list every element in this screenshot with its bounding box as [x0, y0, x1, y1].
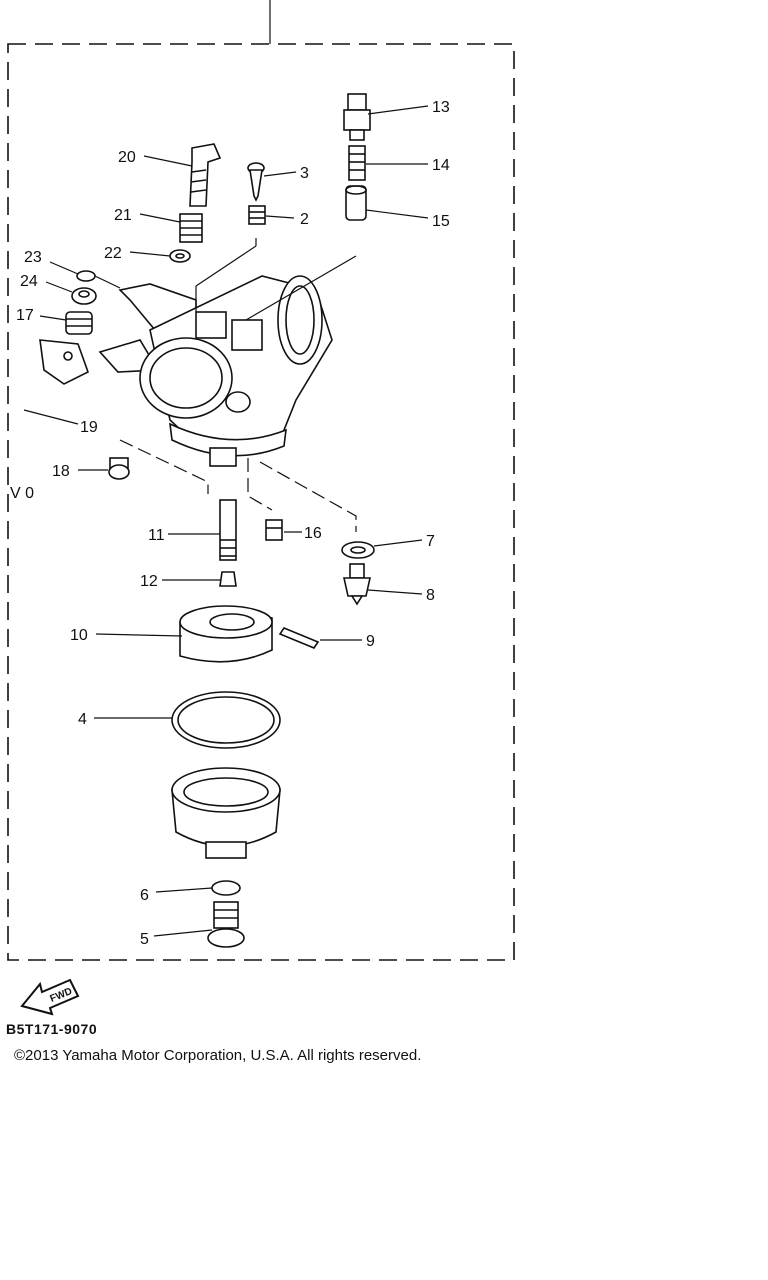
- callout-4: 4: [78, 711, 87, 728]
- part-3[interactable]: [247, 162, 265, 202]
- callout-8: 8: [426, 587, 435, 604]
- part-2[interactable]: [248, 205, 266, 225]
- callout-10: 10: [70, 627, 88, 644]
- callout-16: 16: [304, 525, 322, 542]
- float-bowl[interactable]: [171, 767, 281, 859]
- part-11[interactable]: [219, 499, 237, 561]
- callout-14: 14: [432, 157, 450, 174]
- part-19[interactable]: [15, 339, 89, 460]
- part-6[interactable]: [211, 880, 241, 896]
- callout-9: 9: [366, 633, 375, 650]
- hose-end-marks: V 0: [10, 485, 34, 502]
- callout-5: 5: [140, 931, 149, 948]
- callout-17: 17: [16, 307, 34, 324]
- part-20[interactable]: [189, 143, 222, 207]
- part-16[interactable]: [265, 519, 283, 541]
- part-21[interactable]: [179, 213, 203, 243]
- callout-3: 3: [300, 165, 309, 182]
- diagram-frame: [7, 43, 515, 961]
- assembly-line-main-jet: [119, 439, 209, 494]
- fwd-arrow-icon: FWD: [20, 978, 80, 1016]
- callout-2: 2: [300, 211, 309, 228]
- leader-lines: [23, 105, 429, 937]
- callout-12: 12: [140, 573, 158, 590]
- part-23[interactable]: [76, 270, 96, 282]
- callout-18: 18: [52, 463, 70, 480]
- part-5[interactable]: [207, 901, 245, 948]
- callout-24: 24: [20, 273, 38, 290]
- callout-22: 22: [104, 245, 122, 262]
- callout-15: 15: [432, 213, 450, 230]
- assembly-line-pilot: [247, 458, 273, 511]
- carburetor-exploded-diagram: 13 14 15 20 3 2 21 22 23 24 17 19 18 11 …: [7, 0, 515, 961]
- callout-7: 7: [426, 533, 435, 550]
- assembly-line-needle-valve: [259, 461, 357, 532]
- part-22[interactable]: [169, 249, 191, 263]
- part-18[interactable]: [108, 457, 130, 480]
- callout-20: 20: [118, 149, 136, 166]
- part-14[interactable]: [348, 145, 366, 181]
- part-8[interactable]: [343, 563, 371, 606]
- callout-23: 23: [24, 249, 42, 266]
- drawing-code: B5T171-9070: [6, 1021, 98, 1037]
- carburetor-body[interactable]: [98, 245, 357, 467]
- part-10[interactable]: [179, 605, 273, 663]
- part-15[interactable]: [345, 185, 367, 221]
- part-17[interactable]: [65, 311, 93, 335]
- part-7[interactable]: [341, 541, 375, 559]
- callout-13: 13: [432, 99, 450, 116]
- copyright-notice: ©2013 Yamaha Motor Corporation, U.S.A. A…: [14, 1047, 422, 1064]
- part-12[interactable]: [219, 571, 237, 587]
- part-13[interactable]: [343, 93, 371, 141]
- part-24[interactable]: [71, 287, 97, 305]
- part-9[interactable]: [278, 627, 320, 649]
- part-4[interactable]: [171, 691, 281, 749]
- callout-21: 21: [114, 207, 132, 224]
- callout-11: 11: [148, 527, 165, 544]
- callout-6: 6: [140, 887, 149, 904]
- callout-19: 19: [80, 419, 98, 436]
